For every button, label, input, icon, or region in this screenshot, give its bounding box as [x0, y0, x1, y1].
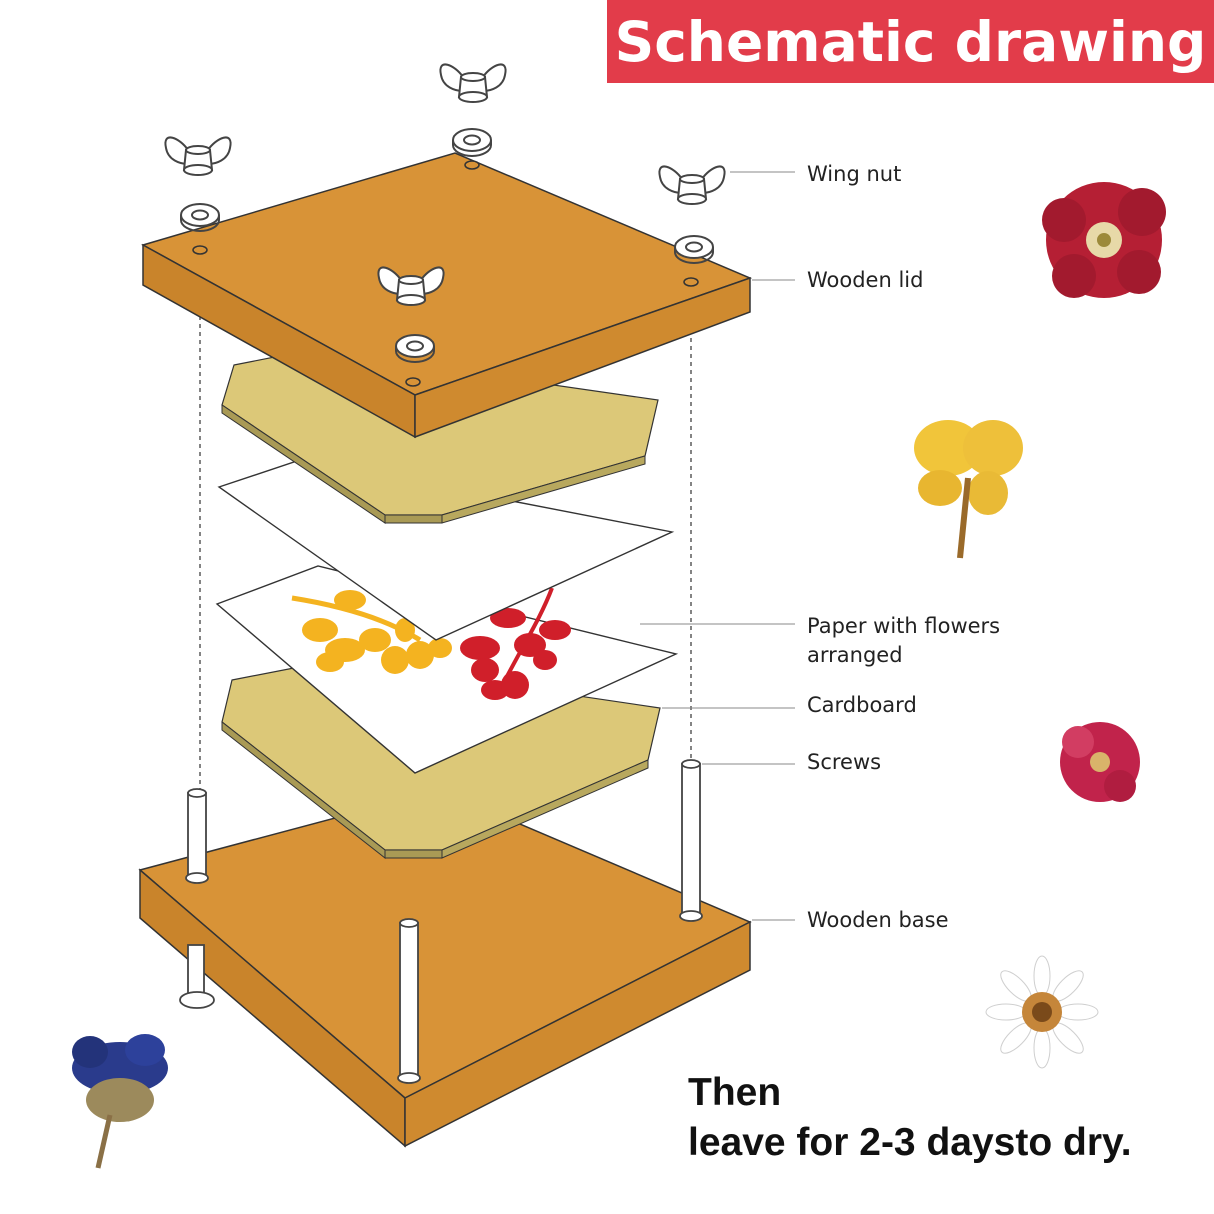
pink-flower-icon: [1060, 722, 1140, 802]
footer-line2: leave for 2-3 daysto dry.: [688, 1121, 1132, 1164]
red-leaf-icon: [460, 587, 571, 700]
label-wooden-lid: Wooden lid: [807, 268, 924, 292]
blue-flower-icon: [72, 1034, 168, 1169]
page-title: Schematic drawing: [614, 9, 1207, 74]
title-banner: Schematic drawing: [607, 0, 1214, 83]
leader-lines: [640, 171, 795, 921]
upper-cardboard: [221, 349, 659, 524]
label-wing-nut: Wing nut: [807, 162, 902, 186]
paper-with-flowers: [215, 565, 679, 774]
label-paper-line1: Paper with flowers: [807, 614, 1001, 638]
blank-paper: [217, 459, 675, 641]
label-cardboard: Cardboard: [807, 693, 917, 717]
label-screws: Screws: [807, 750, 882, 774]
yellow-leaf-icon: [291, 590, 452, 674]
wooden-base: [138, 789, 752, 1148]
wooden-lid: [141, 152, 753, 439]
label-wooden-base: Wooden base: [807, 908, 949, 932]
footer-line1: Then: [688, 1071, 782, 1114]
screw-icon: [179, 759, 703, 1084]
white-daisy-icon: [985, 955, 1099, 1069]
red-flower-icon: [1042, 182, 1166, 298]
yellow-flower-icon: [914, 420, 1023, 559]
label-paper-line2: arranged: [807, 643, 903, 667]
footer-note: Then leave for 2-3 daysto dry.: [688, 1068, 1132, 1168]
